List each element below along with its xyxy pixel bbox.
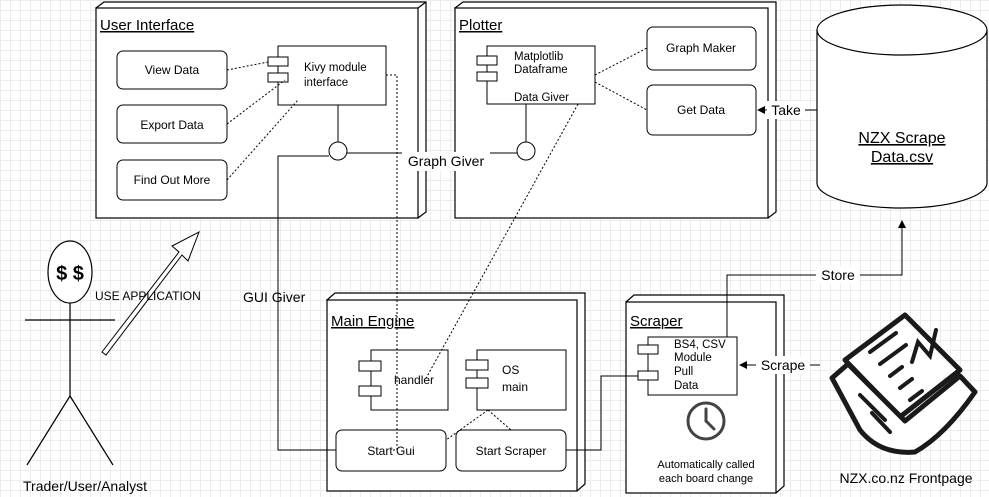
start-scraper-connector — [566, 375, 638, 451]
scraper-comp-line-3: Pull — [674, 366, 693, 378]
scraper-title: Scraper — [630, 313, 683, 330]
use-application-label: USE APPLICATION — [95, 289, 201, 303]
data-giver-component: Matplotlib Dataframe Data Giver — [476, 45, 596, 105]
view-data-label: View Data — [145, 63, 200, 77]
handler-component: handler — [358, 349, 449, 411]
actor-dollar-glyph: $ $ — [56, 263, 84, 285]
find-out-more-button[interactable]: Find Out More — [116, 159, 228, 201]
get-data-box[interactable]: Get Data — [646, 84, 757, 136]
kivy-interface-port — [328, 105, 348, 161]
scrape-label-bg — [756, 356, 810, 374]
graph-maker-box[interactable]: Graph Maker — [646, 26, 757, 71]
plotter-comp-line-1: Matplotlib — [514, 51, 563, 63]
data-giver-port — [516, 104, 536, 161]
scraper-comp-line-4: Data — [674, 380, 699, 392]
export-data-label: Export Data — [140, 118, 204, 132]
start-gui-label: Start Gui — [367, 444, 414, 458]
os-main-component: OS main — [465, 349, 567, 411]
store-label: Store — [821, 267, 855, 283]
bs4-csv-component: BS4, CSV Module Pull Data — [637, 336, 738, 396]
plotter-comp-line-2: Dataframe — [514, 64, 568, 76]
scraper-comp-line-1: BS4, CSV — [674, 339, 726, 351]
main-label: main — [502, 380, 528, 394]
gui-giver-connector — [277, 155, 336, 451]
export-data-button[interactable]: Export Data — [116, 104, 228, 144]
scrape-label: Scrape — [761, 357, 806, 373]
store-arrow — [726, 220, 906, 337]
handler-label: handler — [394, 373, 434, 387]
kivy-interface-component: Kivy module interface — [267, 45, 387, 106]
use-application-arrow — [101, 230, 200, 356]
user-interface-title: User Interface — [100, 17, 194, 34]
trader-actor-figure — [25, 240, 115, 466]
plotter-dotted-links — [424, 47, 648, 381]
clock-note-line-2: each board change — [659, 473, 753, 485]
gui-giver-label: GUI Giver — [243, 289, 306, 305]
store-label-bg — [816, 266, 860, 284]
take-label-bg — [767, 101, 805, 119]
plotter-comp-line-4: Data Giver — [514, 92, 569, 104]
nzx-scrape-datastore: NZX Scrape Data.csv — [816, 4, 988, 209]
plotter-title: Plotter — [459, 17, 502, 34]
main-engine-title: Main Engine — [331, 313, 414, 330]
kivy-line-2: interface — [304, 77, 348, 89]
engine-dotted-links — [445, 409, 512, 441]
clock-icon — [686, 401, 726, 441]
get-data-label: Get Data — [677, 103, 725, 117]
actor-label: Trader/User/Analyst — [23, 478, 147, 494]
datastore-line-2: Data.csv — [871, 149, 933, 166]
kivy-line-1: Kivy module — [304, 62, 367, 74]
graph-maker-label: Graph Maker — [666, 41, 736, 55]
scraper-comp-line-2: Module — [674, 352, 712, 364]
clock-note-line-1: Automatically called — [657, 459, 754, 471]
start-scraper-box[interactable]: Start Scraper — [455, 429, 567, 472]
take-label: Take — [771, 102, 801, 118]
start-scraper-label: Start Scraper — [476, 444, 547, 458]
ui-dotted-links — [226, 61, 398, 451]
os-label: OS — [502, 363, 519, 377]
datastore-line-1: NZX Scrape — [858, 130, 945, 147]
start-gui-box[interactable]: Start Gui — [335, 429, 447, 472]
newspaper-icon — [829, 312, 978, 455]
newspaper-label: NZX.co.nz Frontpage — [839, 470, 972, 486]
find-out-more-label: Find Out More — [134, 173, 211, 187]
graph-giver-label: Graph Giver — [408, 153, 485, 169]
view-data-button[interactable]: View Data — [116, 50, 228, 90]
graph-giver-label-bg — [402, 152, 490, 171]
